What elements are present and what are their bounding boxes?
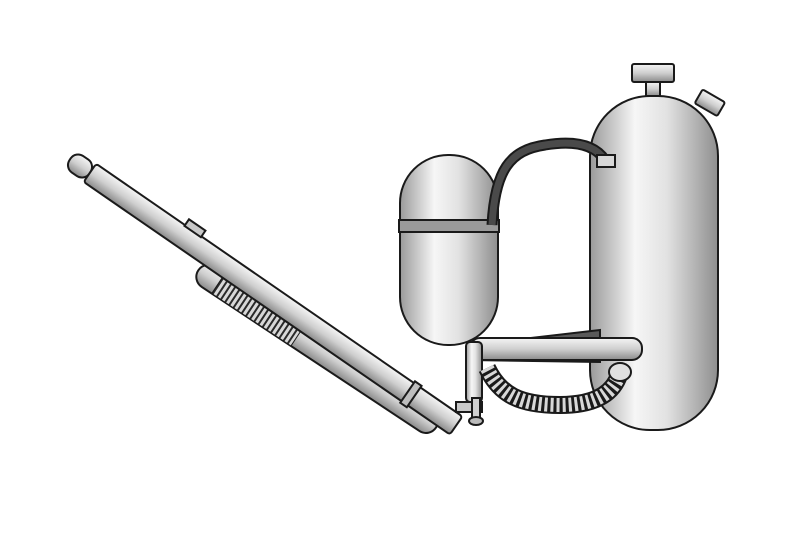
corrugated-hose <box>478 362 632 415</box>
valve <box>455 397 484 426</box>
upper-hose <box>486 137 616 226</box>
small-tank <box>398 154 500 346</box>
gun-barrel <box>66 153 463 435</box>
